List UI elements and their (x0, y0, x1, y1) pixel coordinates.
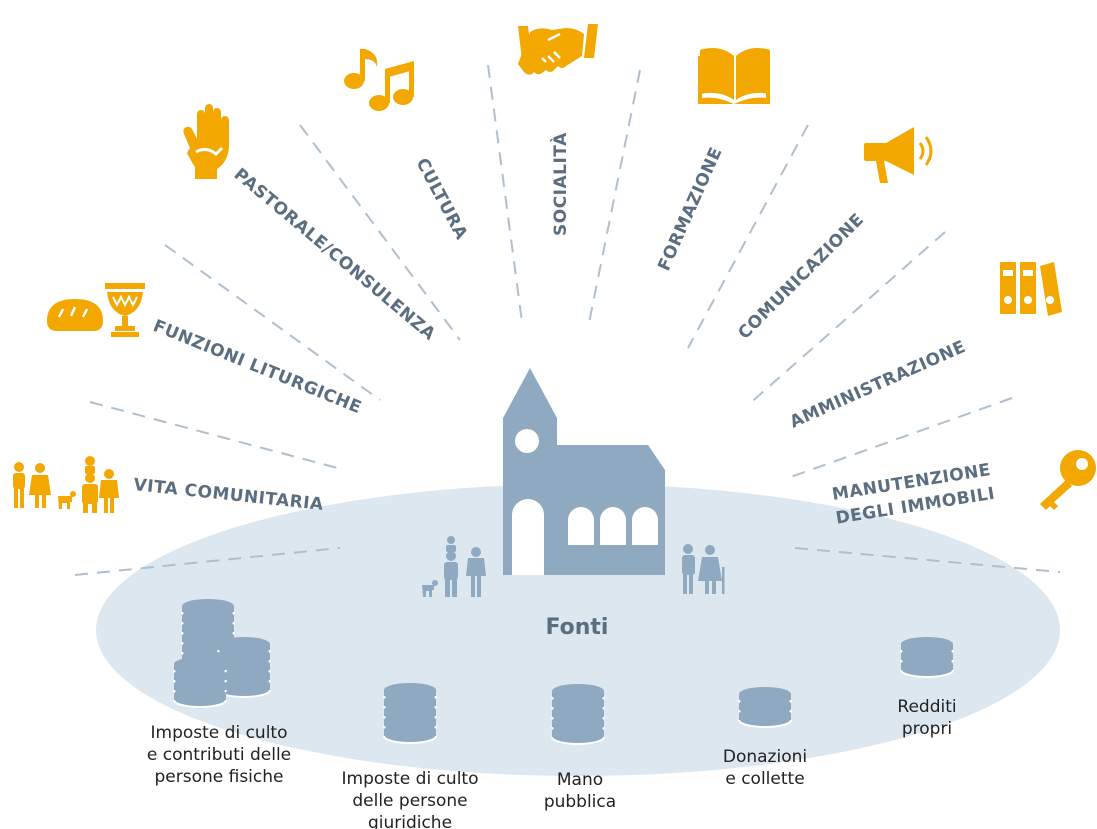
source-label-imposte-fisiche: Imposte di culto e contributi delle pers… (147, 723, 291, 787)
label-vita-comunitaria: VITA COMUNITARIA (132, 475, 324, 515)
source-label-line: e collette (725, 769, 804, 789)
source-label-line: Donazioni (723, 747, 807, 767)
source-label-redditi-propri: Redditi propri (897, 697, 956, 739)
key-icon (1040, 450, 1096, 510)
church-building (503, 368, 665, 575)
ray (299, 124, 461, 341)
church-door (512, 499, 544, 575)
label-comunicazione: COMUNICAZIONE (734, 210, 868, 344)
label-amministrazione: AMMINISTRAZIONE (787, 337, 969, 433)
label-socialita: SOCIALITÀ (549, 132, 571, 236)
open-book-icon (698, 48, 770, 104)
church-window-round (515, 429, 539, 453)
binders-icon (1000, 262, 1062, 316)
music-notes-icon (344, 49, 414, 111)
source-label-line: Imposte di culto (342, 769, 479, 789)
helping-hand-icon (183, 104, 229, 179)
coin-stack-icon (383, 682, 437, 744)
ray (587, 69, 641, 329)
label-pastorale-consulenza: PASTORALE/CONSULENZA (230, 165, 440, 345)
source-label-line: Redditi (897, 697, 956, 717)
source-label-line: giuridiche (368, 813, 452, 829)
elderly-couple-icon (682, 544, 725, 594)
center-label: Fonti (546, 615, 609, 640)
megaphone-icon (864, 127, 933, 183)
ray (747, 231, 946, 406)
label-formazione: FORMAZIONE (654, 144, 726, 274)
source-label-line: Imposte di culto (151, 723, 288, 743)
source-label-line: propri (902, 719, 952, 739)
ray-group (74, 64, 1061, 576)
label-manutenzione-immobili: MANUTENZIONE DEGLI IMMOBILI (831, 460, 997, 529)
label-funzioni-liturgiche: FUNZIONI LITURGICHE (150, 316, 364, 418)
handshake-icon (518, 24, 598, 75)
source-label-line: e contributi delle (147, 745, 291, 765)
source-label-imposte-giuridiche: Imposte di culto delle persone giuridich… (342, 769, 479, 829)
source-label-mano-pubblica: Mano pubblica (544, 770, 616, 812)
ray (487, 64, 523, 323)
church-window (632, 507, 658, 545)
coin-stack-icon (738, 686, 792, 728)
family-icon (13, 456, 119, 513)
ray (89, 401, 346, 471)
label-cultura: CULTURA (412, 155, 472, 244)
coin-stack-icon (900, 636, 954, 678)
sources-ellipse (96, 484, 1060, 776)
source-label-line: persone fisiche (154, 767, 283, 787)
ray (164, 244, 381, 401)
source-label-donazioni: Donazioni e collette (723, 747, 807, 789)
source-label-line: Mano (557, 770, 603, 790)
ray (794, 547, 1061, 573)
church-window (568, 507, 594, 545)
source-label-line: delle persone (352, 791, 467, 811)
church-window (600, 507, 626, 545)
coin-stack-icon (551, 683, 605, 745)
ray (74, 547, 341, 576)
family-figures-icon (422, 536, 486, 597)
ray (787, 397, 1013, 479)
source-label-line: pubblica (544, 792, 616, 812)
bread-chalice-icon (47, 283, 145, 337)
